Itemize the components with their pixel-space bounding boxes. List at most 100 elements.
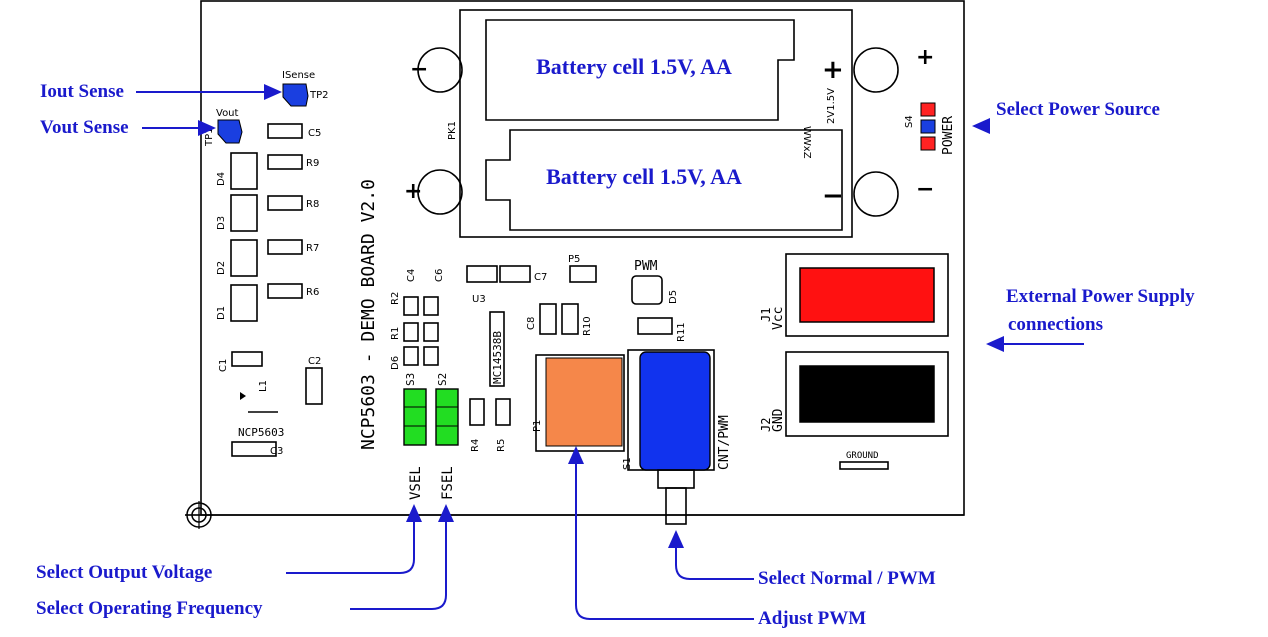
- minus-symbol-bottom-right: −: [822, 181, 844, 211]
- mounting-hole: [185, 501, 213, 529]
- tp2-label: TP2: [309, 90, 329, 101]
- plus-symbol-bottom-left: +: [404, 179, 422, 204]
- switch-neck: [657, 469, 695, 489]
- fsel-jumper[interactable]: [435, 388, 459, 446]
- r6-label: R6: [306, 287, 319, 298]
- arrow-normal-pwm-head: [668, 530, 684, 548]
- board-title: NCP5603 - DEMO BOARD V2.0: [358, 179, 379, 450]
- pin1-marker: [240, 392, 246, 400]
- battery-type-label: WWxZ: [801, 126, 812, 159]
- vcc-label: Vcc: [771, 307, 786, 330]
- battery-cell-bottom-outline: [485, 129, 843, 231]
- ncp5603-ic-label: NCP5603: [238, 426, 284, 439]
- isense-label: ISense: [282, 70, 315, 81]
- p5-label: P5: [568, 254, 580, 265]
- u3-label: U3: [472, 294, 486, 305]
- battery-contact-top-left: [417, 47, 463, 93]
- c8-label: C8: [526, 317, 537, 330]
- switch-shaft: [665, 487, 687, 525]
- arrow-vsel-line: [286, 520, 415, 574]
- d4-label: D4: [216, 172, 227, 186]
- c5-label: C5: [308, 128, 321, 139]
- minus-symbol-far-right: −: [916, 177, 934, 202]
- normal-pwm-switch[interactable]: [639, 351, 711, 471]
- callout-select-normal-pwm: Select Normal / PWM: [758, 568, 936, 589]
- c3-pad: [231, 441, 277, 457]
- battery-contact-bottom-left: [417, 169, 463, 215]
- r1-label: R1: [390, 327, 401, 340]
- arrow-vsel-head: [406, 504, 422, 522]
- arrow-adjust-pwm-head: [568, 446, 584, 464]
- gnd-label: GND: [771, 408, 786, 432]
- mc14538b-label: MC14538B: [491, 331, 504, 384]
- battery-contact-bottom-right: [853, 171, 899, 217]
- battery-id-label: PK1: [447, 121, 458, 140]
- battery-holder: [459, 9, 853, 238]
- callout-external-power-2: connections: [1008, 314, 1103, 335]
- j2-label: J2: [759, 418, 773, 432]
- vsel-jumper[interactable]: [403, 388, 427, 446]
- battery-contact-top-right: [853, 47, 899, 93]
- d6-label: D6: [390, 356, 401, 370]
- tp1-label: TP1: [204, 127, 215, 147]
- callout-external-power-1: External Power Supply: [1006, 286, 1195, 307]
- s2-label: S2: [436, 373, 449, 386]
- switch-s4-label: S4: [904, 115, 915, 128]
- c2-pad: [305, 367, 323, 405]
- j2-connector-outline: [785, 351, 949, 437]
- callout-select-operating-frequency: Select Operating Frequency: [36, 598, 263, 619]
- power-source-switch[interactable]: [920, 102, 936, 151]
- battery-voltage-label: 2V1.5V: [826, 88, 837, 124]
- r7-label: R7: [306, 243, 319, 254]
- battery-cell-top-outline: [485, 19, 795, 121]
- c7-label: C7: [534, 272, 547, 283]
- arrow-adjust-pwm-line: [575, 462, 754, 620]
- arrow-external-head: [986, 336, 1004, 352]
- c6-label: C6: [434, 269, 445, 282]
- c3-label: C3: [270, 446, 283, 457]
- pwm-label: PWM: [634, 259, 658, 274]
- r10-label: R10: [582, 316, 593, 336]
- ground-pad: [839, 461, 889, 470]
- vout-label: Vout: [216, 108, 239, 119]
- d3-label: D3: [216, 216, 227, 230]
- arrow-iout-head: [264, 84, 282, 100]
- power-label: POWER: [941, 116, 956, 155]
- r5-label: R5: [496, 439, 507, 452]
- pwm-potentiometer[interactable]: [545, 357, 623, 447]
- j1-connector-outline: [785, 253, 949, 337]
- fsel-label: FSEL: [440, 466, 456, 500]
- pwm-led: [631, 275, 663, 305]
- r9-label: R9: [306, 158, 319, 169]
- callout-adjust-pwm: Adjust PWM: [758, 608, 866, 629]
- test-point-tp1[interactable]: [217, 119, 243, 144]
- led-pads: [230, 152, 258, 322]
- s3-label: S3: [404, 373, 417, 386]
- vsel-label: VSEL: [408, 466, 424, 500]
- j1-label: J1: [759, 308, 773, 322]
- arrow-normal-pwm-line: [675, 546, 754, 580]
- callout-iout-sense: Iout Sense: [40, 81, 124, 102]
- test-point-tp2[interactable]: [282, 83, 309, 107]
- plus-symbol-far-right: +: [916, 45, 934, 70]
- l1-label: L1: [258, 380, 269, 392]
- callout-select-power-source: Select Power Source: [996, 99, 1160, 120]
- d2-label: D2: [216, 261, 227, 275]
- c4-label: C4: [406, 269, 417, 282]
- r2-label: R2: [390, 292, 401, 305]
- battery-cell-bottom-label: Battery cell 1.5V, AA: [546, 164, 742, 189]
- c2-label: C2: [308, 356, 321, 367]
- c1-pad: [231, 351, 263, 367]
- plus-symbol-top-right: +: [822, 55, 844, 85]
- battery-cell-top-label: Battery cell 1.5V, AA: [536, 54, 732, 79]
- r4-pad: [469, 398, 485, 426]
- vcc-terminal[interactable]: [799, 267, 935, 323]
- s1-label: S1: [622, 457, 633, 470]
- arrow-power-head: [972, 118, 990, 134]
- r4-label: R4: [470, 439, 481, 452]
- callout-vout-sense: Vout Sense: [40, 117, 129, 138]
- cnt-pwm-label: CNT/PWM: [717, 415, 732, 470]
- gnd-terminal[interactable]: [799, 365, 935, 423]
